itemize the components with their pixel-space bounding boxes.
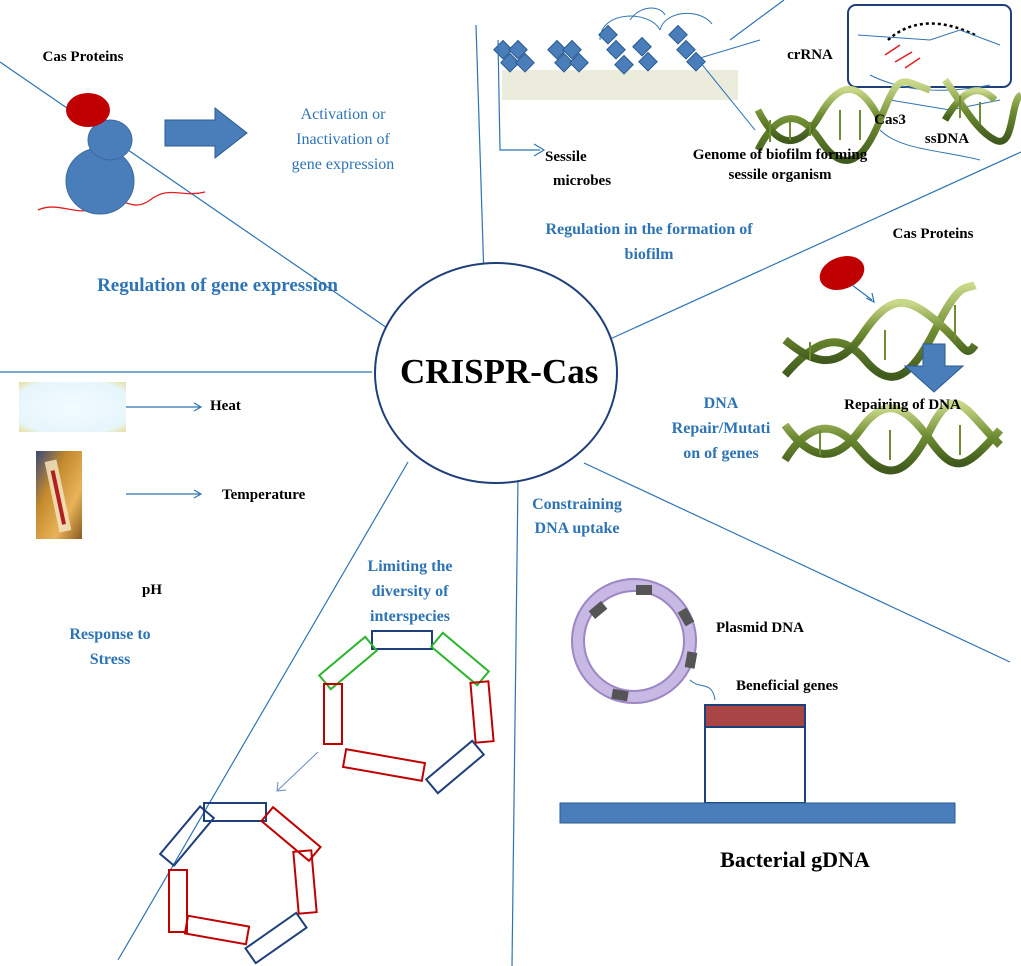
heat-label: Heat: [210, 398, 241, 414]
thermometer-image: [36, 451, 82, 539]
interspecies-arrow: [276, 751, 319, 792]
activation-line1: Activation or: [300, 106, 386, 123]
heat-image: [19, 382, 126, 432]
dna-repair-panel: [781, 256, 1004, 475]
biofilm-title-line1: Regulation in the formation of: [545, 221, 753, 238]
temperature-label: Temperature: [222, 487, 306, 503]
interspecies-title-line2: diversity of: [371, 583, 449, 600]
beneficial-genes-label: Beneficial genes: [736, 678, 839, 694]
cas-protein-figure: [37, 93, 206, 215]
dna-cas-proteins-label: Cas Proteins: [892, 226, 974, 242]
center-circle: [374, 262, 618, 484]
dna-repair-title-line2: Repair/Mutati: [671, 420, 771, 437]
center-title: CRISPR-Cas: [400, 352, 599, 391]
sessile-line2: microbes: [553, 173, 612, 189]
biofilm-title-line2: biofilm: [624, 246, 674, 263]
expression-arrow: [164, 106, 248, 160]
crrna-label: crRNA: [787, 47, 833, 63]
plasmid-diagram: [571, 578, 716, 704]
stress-title-line1: Response to: [69, 626, 151, 643]
biofilm-panel: [493, 4, 1021, 164]
stress-arrows: [126, 402, 203, 499]
plasmid-dna-label: Plasmid DNA: [716, 620, 804, 636]
repairing-dna-label: Repairing of DNA: [844, 397, 961, 413]
bacterial-gdna-label: Bacterial gDNA: [720, 847, 870, 872]
cas3-label: Cas3: [874, 112, 906, 128]
repair-arrow: [903, 343, 965, 393]
interspecies-title-line1: Limiting the: [367, 558, 453, 575]
stress-title-line2: Stress: [89, 651, 131, 668]
activation-line3: gene expression: [291, 156, 395, 173]
interspecies-ring-top: [317, 630, 495, 795]
ssdna-label: ssDNA: [924, 131, 970, 147]
activation-line2: Inactivation of: [296, 131, 390, 148]
interspecies-ring-bottom: [158, 802, 322, 965]
sessile-line1: Sessile: [545, 149, 587, 165]
cas-proteins-label: Cas Proteins: [42, 49, 124, 65]
dna-repair-title-line3: on of genes: [683, 445, 759, 462]
uptake-title-line1: Constraining: [532, 496, 622, 513]
genome-diagram: [559, 704, 956, 824]
interspecies-title-line3: interspecies: [370, 608, 450, 625]
dna-repair-title-line1: DNA: [703, 395, 739, 412]
genome-line1: Genome of biofilm forming: [692, 147, 868, 163]
ph-label: pH: [141, 582, 162, 598]
gene-expression-title: Regulation of gene expression: [97, 275, 338, 296]
genome-line2: sessile organism: [728, 167, 832, 183]
uptake-title-line2: DNA uptake: [534, 520, 620, 537]
